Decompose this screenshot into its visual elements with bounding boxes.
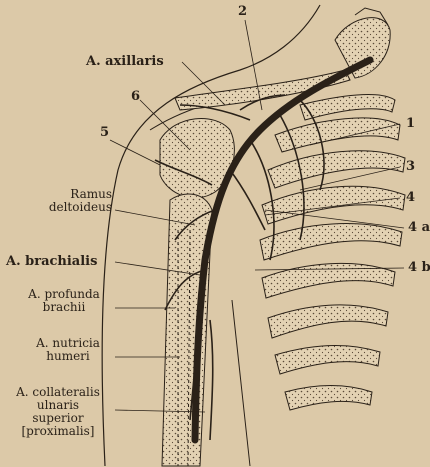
label-collateralis: A. collateralis ulnaris superior [proxim… <box>4 386 112 438</box>
arm-inner-outline <box>232 300 250 466</box>
label-ramus-deltoideus: Ramus deltoideus <box>20 188 112 214</box>
manubrium <box>335 18 390 78</box>
label-1: 1 <box>406 117 415 130</box>
label-ramus-line2: deltoideus <box>20 201 112 214</box>
label-4: 4 <box>406 191 415 204</box>
label-axillaris: A. axillaris <box>86 55 164 68</box>
label-nutricia-humeri: A. nutricia humeri <box>20 337 116 363</box>
label-profunda-line2: brachii <box>14 301 114 314</box>
label-5: 5 <box>100 126 109 139</box>
label-nutricia-line2: humeri <box>20 350 116 363</box>
label-profunda-brachii: A. profunda brachii <box>14 288 114 314</box>
humerus <box>162 194 212 466</box>
label-brachialis: A. brachialis <box>6 255 97 268</box>
label-4b: 4 b <box>408 261 430 274</box>
label-4a: 4 a <box>408 221 430 234</box>
label-collateralis-line4: [proximalis] <box>4 425 112 438</box>
label-2: 2 <box>238 5 247 18</box>
ribs <box>260 95 405 410</box>
label-6: 6 <box>131 90 140 103</box>
label-3: 3 <box>406 160 415 173</box>
